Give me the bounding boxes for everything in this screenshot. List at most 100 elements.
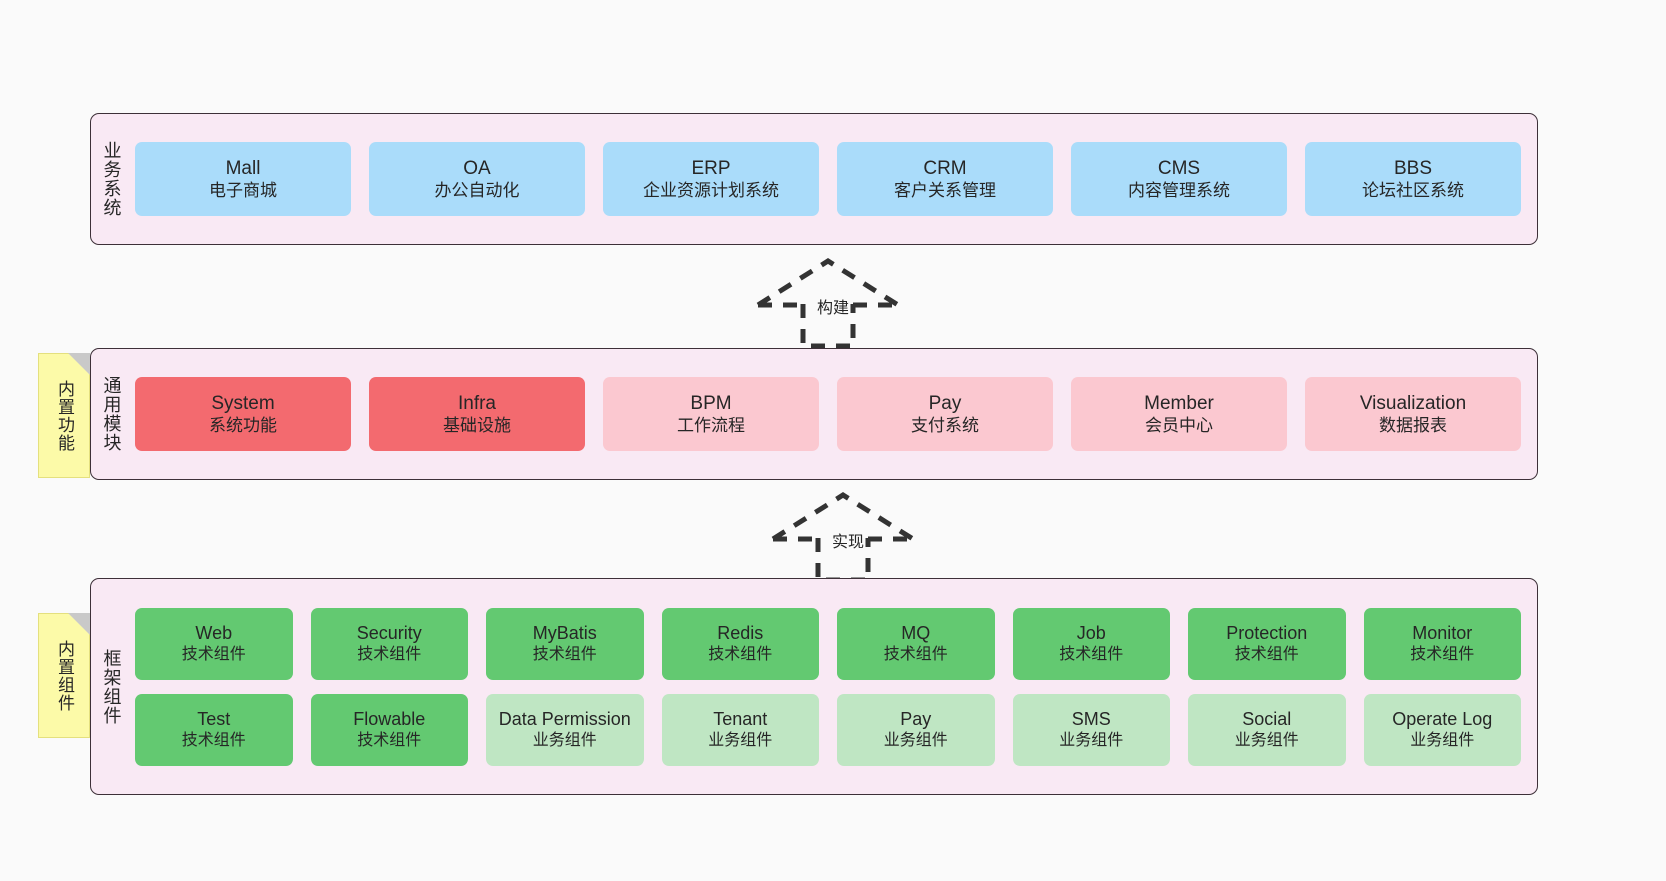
card-name: Redis bbox=[717, 623, 764, 644]
card-desc: 业务组件 bbox=[1234, 731, 1299, 749]
layer-title-framework-component: 框架组件 bbox=[101, 648, 122, 725]
card-row: Test 技术组件 Flowable 技术组件 Data Permission … bbox=[135, 693, 1521, 766]
card-operate-log[interactable]: Operate Log 业务组件 bbox=[1363, 693, 1521, 766]
connector-shaft-icon bbox=[800, 304, 856, 349]
card-name: BBS bbox=[1393, 157, 1433, 179]
card-row: Mall 电子商城 OA 办公自动化 ERP 企业资源计划系统 CRM 客户关系… bbox=[135, 142, 1521, 216]
card-sms[interactable]: SMS 业务组件 bbox=[1012, 693, 1170, 766]
card-name: Tenant bbox=[713, 709, 768, 730]
card-flowable[interactable]: Flowable 技术组件 bbox=[310, 693, 468, 766]
card-name: BPM bbox=[690, 392, 732, 414]
card-name: ERP bbox=[691, 157, 731, 179]
card-desc: 内容管理系统 bbox=[1128, 181, 1230, 201]
layer-framework-component[interactable]: 框架组件 Web 技术组件 Security 技术组件 MyBatis 技术组件… bbox=[90, 578, 1538, 795]
card-name: Operate Log bbox=[1392, 709, 1493, 730]
card-monitor[interactable]: Monitor 技术组件 bbox=[1363, 607, 1521, 680]
card-desc: 技术组件 bbox=[181, 731, 246, 749]
card-social[interactable]: Social 业务组件 bbox=[1188, 693, 1346, 766]
card-desc: 技术组件 bbox=[532, 645, 597, 663]
card-name: Mall bbox=[225, 157, 261, 179]
card-name: Infra bbox=[457, 392, 497, 414]
card-desc: 支付系统 bbox=[911, 416, 979, 436]
card-name: Flowable bbox=[353, 709, 426, 730]
card-row: System 系统功能 Infra 基础设施 BPM 工作流程 Pay 支付系统… bbox=[135, 377, 1521, 451]
card-security[interactable]: Security 技术组件 bbox=[310, 607, 468, 680]
card-web[interactable]: Web 技术组件 bbox=[135, 607, 293, 680]
card-protection[interactable]: Protection 技术组件 bbox=[1188, 607, 1346, 680]
card-name: Web bbox=[195, 623, 233, 644]
generalization-arrowhead-icon bbox=[771, 492, 915, 542]
card-name: Member bbox=[1144, 392, 1214, 414]
card-desc: 业务组件 bbox=[1059, 731, 1124, 749]
card-name: SMS bbox=[1071, 709, 1111, 730]
card-desc: 技术组件 bbox=[883, 645, 948, 663]
generalization-arrowhead-icon bbox=[756, 258, 900, 308]
card-desc: 电子商城 bbox=[209, 181, 277, 201]
card-desc: 基础设施 bbox=[443, 416, 511, 436]
card-member[interactable]: Member 会员中心 bbox=[1071, 377, 1287, 451]
card-desc: 技术组件 bbox=[357, 731, 422, 749]
card-name: MyBatis bbox=[532, 623, 597, 644]
card-visualization[interactable]: Visualization 数据报表 bbox=[1305, 377, 1521, 451]
connector-implement: 实现 bbox=[770, 492, 920, 583]
card-desc: 客户关系管理 bbox=[894, 181, 996, 201]
card-name: Protection bbox=[1226, 623, 1308, 644]
card-desc: 数据报表 bbox=[1379, 416, 1447, 436]
card-desc: 论坛社区系统 bbox=[1362, 181, 1464, 201]
card-name: MQ bbox=[901, 623, 931, 644]
card-oa[interactable]: OA 办公自动化 bbox=[369, 142, 585, 216]
card-name: Monitor bbox=[1412, 623, 1473, 644]
note-builtin-component: 内置组件 bbox=[38, 613, 90, 738]
card-name: Visualization bbox=[1359, 392, 1467, 414]
card-mybatis[interactable]: MyBatis 技术组件 bbox=[486, 607, 644, 680]
card-name: Pay bbox=[928, 392, 962, 414]
card-name: CRM bbox=[923, 157, 967, 179]
layer-body-business-system: Mall 电子商城 OA 办公自动化 ERP 企业资源计划系统 CRM 客户关系… bbox=[131, 114, 1537, 244]
card-desc: 业务组件 bbox=[883, 731, 948, 749]
note-label: 内置功能 bbox=[55, 379, 75, 452]
card-cms[interactable]: CMS 内容管理系统 bbox=[1071, 142, 1287, 216]
card-crm[interactable]: CRM 客户关系管理 bbox=[837, 142, 1053, 216]
card-bpm[interactable]: BPM 工作流程 bbox=[603, 377, 819, 451]
layer-business-system[interactable]: 业务系统 Mall 电子商城 OA 办公自动化 ERP 企业资源计划系统 CRM… bbox=[90, 113, 1538, 245]
card-name: System bbox=[211, 392, 275, 414]
connector-label-implement: 实现 bbox=[832, 534, 865, 551]
layer-title-common-module: 通用模块 bbox=[101, 376, 122, 452]
card-erp[interactable]: ERP 企业资源计划系统 bbox=[603, 142, 819, 216]
card-pay-business[interactable]: Pay 业务组件 bbox=[837, 693, 995, 766]
card-row: Web 技术组件 Security 技术组件 MyBatis 技术组件 Redi… bbox=[135, 607, 1521, 680]
connector-shaft-icon bbox=[815, 538, 871, 583]
card-redis[interactable]: Redis 技术组件 bbox=[661, 607, 819, 680]
card-desc: 会员中心 bbox=[1145, 416, 1213, 436]
card-desc: 业务组件 bbox=[532, 731, 597, 749]
note-builtin-function: 内置功能 bbox=[38, 353, 90, 478]
card-desc: 业务组件 bbox=[708, 731, 773, 749]
card-tenant[interactable]: Tenant 业务组件 bbox=[661, 693, 819, 766]
card-system[interactable]: System 系统功能 bbox=[135, 377, 351, 451]
card-mall[interactable]: Mall 电子商城 bbox=[135, 142, 351, 216]
card-test[interactable]: Test 技术组件 bbox=[135, 693, 293, 766]
note-label: 内置组件 bbox=[55, 639, 75, 712]
card-pay[interactable]: Pay 支付系统 bbox=[837, 377, 1053, 451]
card-bbs[interactable]: BBS 论坛社区系统 bbox=[1305, 142, 1521, 216]
card-infra[interactable]: Infra 基础设施 bbox=[369, 377, 585, 451]
card-mq[interactable]: MQ 技术组件 bbox=[837, 607, 995, 680]
layer-common-module[interactable]: 通用模块 System 系统功能 Infra 基础设施 BPM 工作流程 Pay… bbox=[90, 348, 1538, 480]
card-name: Pay bbox=[900, 709, 932, 730]
connector-build: 构建 bbox=[755, 258, 905, 349]
card-desc: 技术组件 bbox=[181, 645, 246, 663]
card-name: Security bbox=[356, 623, 422, 644]
card-name: OA bbox=[463, 157, 491, 179]
card-data-permission[interactable]: Data Permission 业务组件 bbox=[486, 693, 644, 766]
card-desc: 技术组件 bbox=[1059, 645, 1124, 663]
layer-body-common-module: System 系统功能 Infra 基础设施 BPM 工作流程 Pay 支付系统… bbox=[131, 349, 1537, 479]
card-name: Data Permission bbox=[498, 709, 631, 730]
card-desc: 业务组件 bbox=[1410, 731, 1475, 749]
card-job[interactable]: Job 技术组件 bbox=[1012, 607, 1170, 680]
card-desc: 企业资源计划系统 bbox=[643, 181, 779, 201]
layer-body-framework-component: Web 技术组件 Security 技术组件 MyBatis 技术组件 Redi… bbox=[131, 579, 1537, 794]
card-desc: 办公自动化 bbox=[434, 181, 520, 201]
card-desc: 工作流程 bbox=[677, 416, 745, 436]
card-desc: 技术组件 bbox=[357, 645, 422, 663]
